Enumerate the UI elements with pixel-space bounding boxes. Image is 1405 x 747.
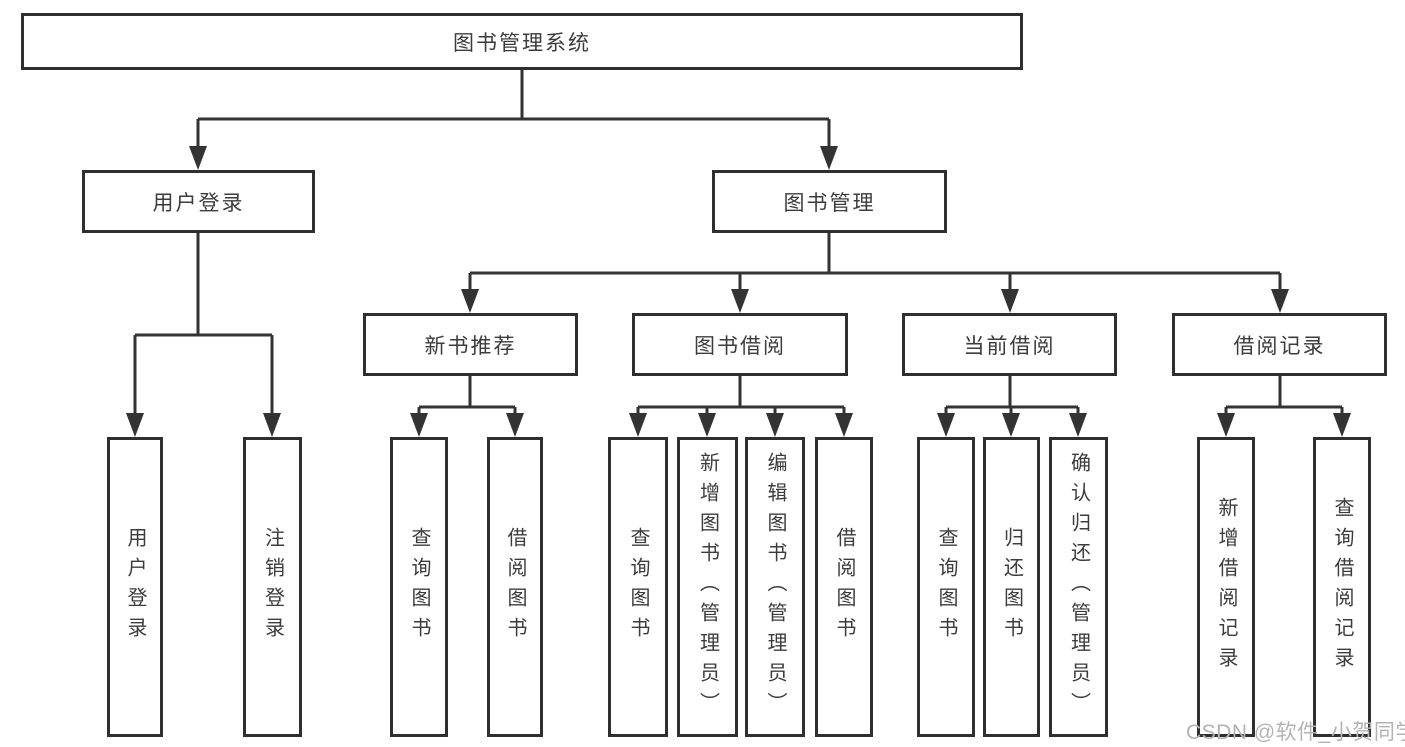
leaf-label: 编辑图书（管理员） [764, 452, 786, 722]
leaf-return-books: 归还图书 [983, 437, 1040, 737]
connector-book-borrow-children [629, 376, 853, 437]
leaf-user-login: 用户登录 [107, 437, 163, 737]
leaf-label: 归还图书 [1000, 527, 1023, 647]
connector-new-book-recommend-children [410, 376, 524, 437]
leaf-label: 用户登录 [124, 527, 146, 647]
leaf-confirm-return-admin: 确认归还（管理员） [1049, 437, 1108, 737]
leaf-label: 查询图书 [935, 527, 957, 647]
leaf-edit-books-admin: 编辑图书（管理员） [745, 437, 805, 737]
leaf-query-books-recommend: 查询图书 [390, 437, 448, 737]
leaf-label: 查询图书 [627, 527, 649, 647]
leaf-label: 查询图书 [408, 527, 430, 647]
leaf-label: 查询借阅记录 [1331, 497, 1353, 677]
leaf-label: 新增借阅记录 [1215, 497, 1237, 677]
leaf-label: 确认归还（管理员） [1067, 452, 1090, 722]
leaf-add-borrow-record: 新增借阅记录 [1197, 437, 1255, 737]
node-user-login: 用户登录 [82, 170, 315, 233]
node-current-borrow: 当前借阅 [902, 313, 1117, 376]
leaf-query-books-borrow: 查询图书 [608, 437, 668, 737]
connector-user-login-children [126, 233, 281, 437]
connector-current-borrow-children [937, 376, 1087, 437]
leaf-borrow-books-recommend: 借阅图书 [487, 437, 543, 737]
node-book-borrow: 图书借阅 [632, 313, 848, 376]
connector-borrow-records-children [1217, 376, 1351, 437]
leaf-query-borrow-record: 查询借阅记录 [1313, 437, 1371, 737]
node-borrow-records: 借阅记录 [1172, 313, 1387, 376]
leaf-label: 注销登录 [261, 527, 284, 647]
leaf-add-books-admin: 新增图书（管理员） [677, 437, 738, 737]
leaf-label: 借阅图书 [504, 527, 526, 647]
node-root-library-system: 图书管理系统 [21, 13, 1023, 70]
node-book-management: 图书管理 [712, 170, 947, 233]
connector-book-management-children [461, 233, 1289, 313]
csdn-watermark: CSDN @软件_小贺同学 [1186, 721, 1405, 744]
leaf-label: 借阅图书 [833, 527, 855, 647]
leaf-query-books-current: 查询图书 [917, 437, 975, 737]
leaf-label: 新增图书（管理员） [696, 452, 719, 722]
leaf-borrow-books: 借阅图书 [815, 437, 873, 737]
leaf-logout: 注销登录 [243, 437, 302, 737]
node-new-book-recommend: 新书推荐 [363, 313, 578, 376]
connector-root-to-branches [189, 70, 838, 170]
